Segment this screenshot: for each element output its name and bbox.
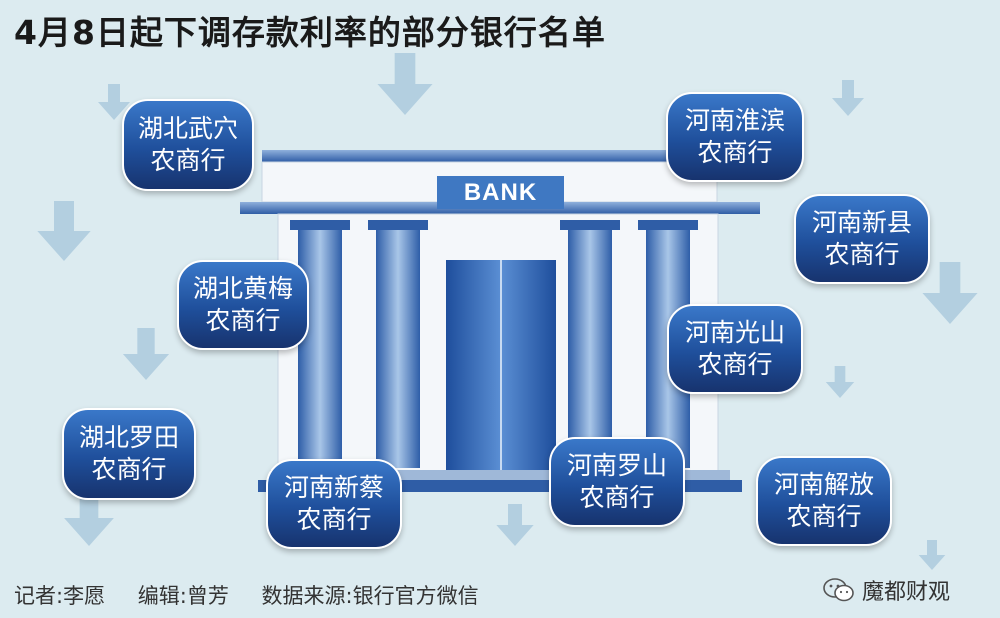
credits-footer: 记者:李愿 编辑:曾芳 数据来源:银行官方微信: [14, 580, 505, 610]
bank-name: 河南罗山: [566, 451, 667, 480]
bank-bubble-henan-guangshan: 河南光山 农商行: [667, 304, 803, 394]
bank-type: 农商行: [205, 306, 281, 335]
bank-bubble-henan-jiefang: 河南解放 农商行: [756, 456, 892, 546]
bank-name: 湖北罗田: [78, 423, 179, 452]
bank-type: 农商行: [697, 138, 773, 167]
down-arrow-icon: [122, 328, 170, 380]
bank-name: 河南解放: [773, 470, 874, 499]
down-arrow-icon: [377, 53, 433, 115]
bank-name: 河南新县: [811, 208, 912, 237]
down-arrow-icon: [64, 490, 114, 546]
reporter-credit: 记者:李愿: [14, 584, 106, 608]
bank-name: 河南光山: [684, 318, 785, 347]
bank-type: 农商行: [296, 505, 372, 534]
page-title: 4月8日起下调存款利率的部分银行名单: [14, 13, 606, 52]
bank-name: 河南新蔡: [283, 473, 384, 502]
bank-bubble-hubei-luotian: 湖北罗田 农商行: [62, 408, 196, 500]
down-arrow-icon: [37, 201, 91, 261]
bank-type: 农商行: [150, 146, 226, 175]
bank-bubble-henan-luoshan: 河南罗山 农商行: [549, 437, 685, 527]
editor-credit: 编辑:曾芳: [137, 584, 229, 608]
source-credit: 数据来源:银行官方微信: [261, 584, 479, 608]
bank-name: 河南淮滨: [684, 106, 785, 135]
bank-name: 湖北黄梅: [192, 274, 293, 303]
bank-type: 农商行: [91, 455, 167, 484]
bank-bubble-hubei-wuxue: 湖北武穴 农商行: [122, 99, 254, 191]
bank-bubble-henan-xincai: 河南新蔡 农商行: [266, 459, 402, 549]
watermark: 魔都财观: [822, 574, 950, 606]
bank-name: 湖北武穴: [137, 114, 238, 143]
down-arrow-icon: [832, 80, 864, 116]
bank-sign-text: BANK: [463, 178, 538, 206]
bank-type: 农商行: [697, 350, 773, 379]
wechat-icon: [823, 578, 854, 602]
down-arrow-icon: [98, 84, 130, 120]
down-arrow-icon: [825, 366, 855, 398]
bank-type: 农商行: [824, 240, 900, 269]
bank-bubble-hubei-huangmei: 湖北黄梅 农商行: [177, 260, 309, 350]
bank-sign: BANK: [437, 176, 564, 209]
watermark-text: 魔都财观: [862, 580, 951, 605]
bank-type: 农商行: [579, 483, 655, 512]
bank-bubble-henan-xinxian: 河南新县 农商行: [794, 194, 930, 284]
down-arrow-icon: [922, 262, 978, 324]
bank-type: 农商行: [786, 502, 862, 531]
bank-bubble-henan-huaibin: 河南淮滨 农商行: [666, 92, 804, 182]
down-arrow-icon: [496, 504, 534, 546]
down-arrow-icon: [918, 540, 946, 570]
